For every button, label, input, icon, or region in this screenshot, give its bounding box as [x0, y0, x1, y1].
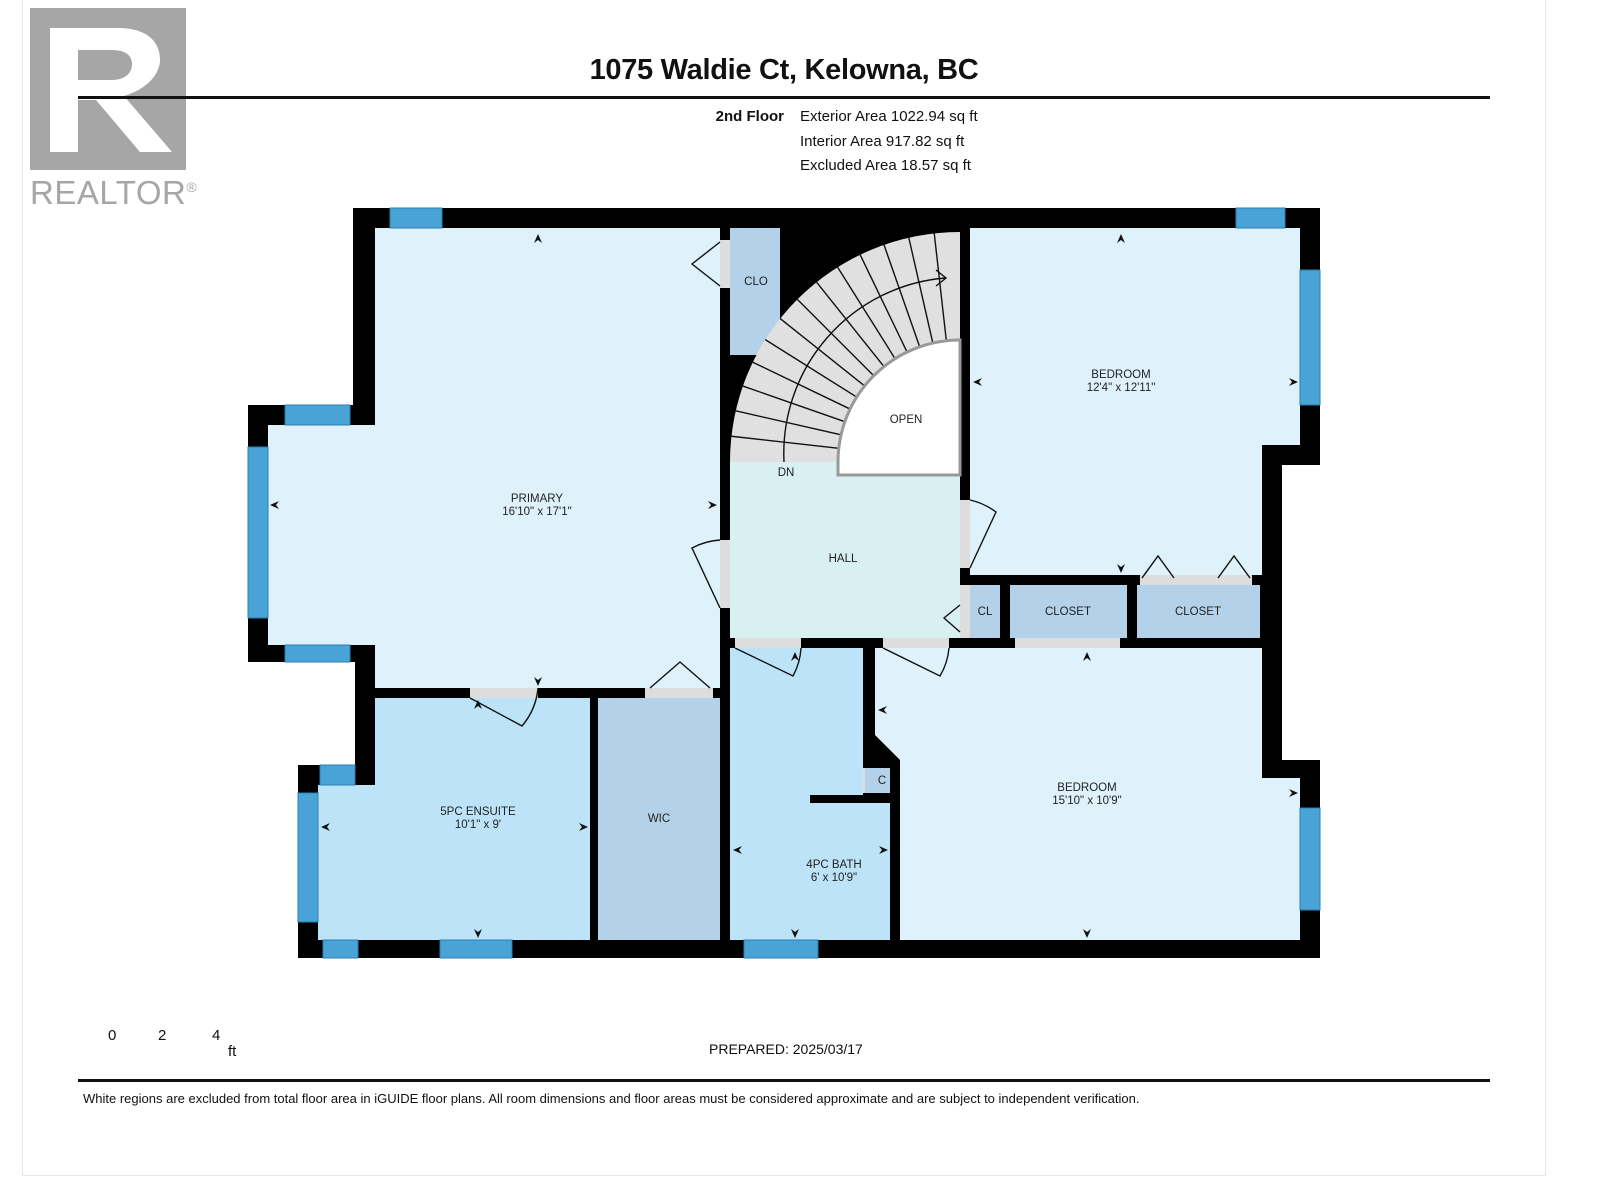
- stair-tread: [933, 233, 948, 341]
- bath-dims: 6' x 10'9": [811, 872, 857, 884]
- prepared-date: PREPARED: 2025/03/17: [709, 1041, 863, 1057]
- dimension-arrows: [270, 234, 1298, 938]
- room-open: [836, 338, 962, 477]
- staircase: [730, 232, 960, 463]
- header-divider: [78, 96, 1490, 99]
- ensuite-label: 5PC ENSUITE: [440, 806, 516, 818]
- clo-label: CLO: [744, 276, 768, 288]
- room-wic: [598, 698, 720, 940]
- room-c: [865, 768, 890, 793]
- stair-tread: [731, 435, 839, 450]
- doors: [469, 240, 1252, 793]
- room-bedroom-1: [970, 228, 1300, 575]
- stair-tread: [883, 244, 921, 348]
- closet-2-label: CLOSET: [1175, 606, 1221, 618]
- closet-1-label: CLOSET: [1045, 606, 1091, 618]
- disclaimer: White regions are excluded from total fl…: [83, 1091, 1140, 1106]
- bedroom-2-label: BEDROOM: [1057, 782, 1116, 794]
- scale-tick: 2: [158, 1027, 167, 1044]
- footer-divider: [78, 1079, 1490, 1082]
- stair-tread: [742, 385, 846, 423]
- room-5pc-ensuite: [318, 698, 590, 940]
- stair-tread: [908, 237, 934, 344]
- bath-label: 4PC BATH: [806, 859, 861, 871]
- windows: [247, 207, 1321, 959]
- stair-tread: [764, 339, 858, 398]
- wic-label: WIC: [648, 813, 670, 825]
- page-frame: [22, 0, 1546, 1176]
- stair-tread: [752, 361, 851, 410]
- room-cl: [970, 585, 1000, 638]
- stair-tread: [735, 410, 842, 436]
- bedroom-2-dims: 15'10" x 10'9": [1052, 795, 1121, 807]
- stair-direction-line: [783, 277, 946, 463]
- scale-tick: 0: [108, 1027, 117, 1044]
- stairs-down-label: DN: [778, 467, 795, 479]
- cl-label: CL: [978, 606, 993, 618]
- room-bedroom-2: [875, 648, 1300, 940]
- ensuite-dims: 10'1" x 9': [455, 819, 501, 831]
- stair-tread: [859, 254, 908, 353]
- realtor-logo-text: REALTOR®: [30, 174, 198, 211]
- floor-label: 2nd Floor: [715, 108, 784, 125]
- c-label: C: [878, 775, 886, 787]
- primary-dims: 16'10" x 17'1": [502, 506, 571, 518]
- scale-unit: ft: [228, 1043, 237, 1060]
- stair-tread: [796, 298, 875, 377]
- open-label: OPEN: [890, 414, 923, 426]
- room-closet-1: [1010, 585, 1127, 638]
- room-closet-2: [1137, 585, 1260, 638]
- stair-tread: [816, 281, 885, 368]
- exterior-area: Exterior Area 1022.94 sq ft: [800, 108, 978, 125]
- stair-tread: [837, 266, 896, 360]
- room-primary: [268, 228, 720, 688]
- realtor-logo: [30, 8, 186, 170]
- hall-label: HALL: [829, 553, 858, 565]
- stair-arrow-icon: [935, 269, 948, 287]
- interior-area: Interior Area 917.82 sq ft: [800, 133, 965, 150]
- stair-tread: [779, 318, 866, 387]
- primary-label: PRIMARY: [511, 493, 564, 505]
- room-4pc-bath: [730, 648, 890, 940]
- page-title: 1075 Waldie Ct, Kelowna, BC: [589, 54, 979, 86]
- bedroom-1-label: BEDROOM: [1091, 369, 1150, 381]
- room-hall: [730, 462, 960, 638]
- bath-partition-wall: [810, 795, 890, 803]
- scale-tick: 4: [212, 1027, 221, 1044]
- excluded-area: Excluded Area 18.57 sq ft: [800, 157, 971, 174]
- floor-plan: PRIMARY 16'10" x 17'1" BEDROOM 12'4" x 1…: [247, 207, 1321, 959]
- bedroom-1-dims: 12'4" x 12'11": [1087, 382, 1156, 394]
